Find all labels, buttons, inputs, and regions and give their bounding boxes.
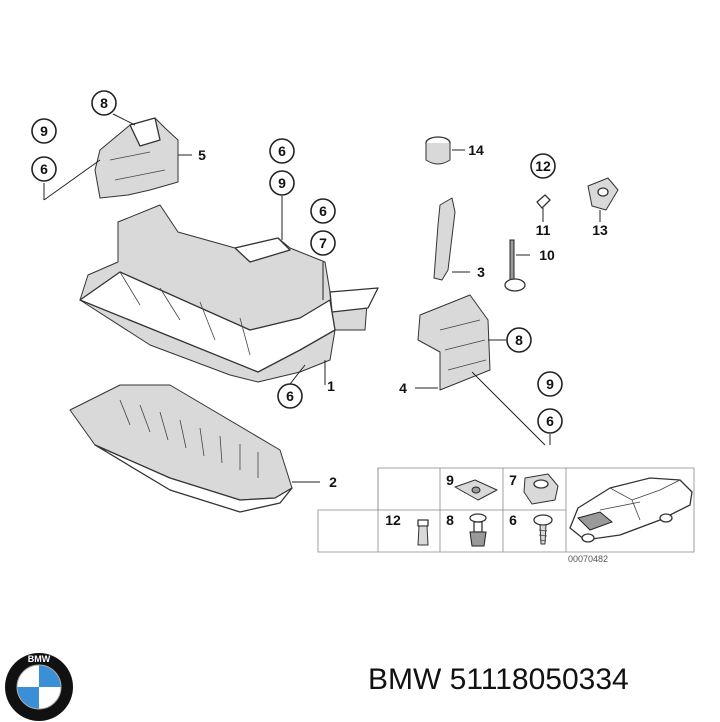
fastener-table	[317, 467, 695, 553]
label-14: 14	[468, 142, 484, 158]
svg-text:6: 6	[286, 388, 294, 404]
part-number: BMW 51118050334	[368, 663, 629, 696]
table-label-8: 8	[446, 512, 454, 528]
label-13: 13	[592, 222, 608, 238]
callout-6-right: 6	[537, 408, 563, 434]
label-10: 10	[539, 247, 555, 263]
part-13-clip	[587, 177, 619, 211]
drawing-code: 00070482	[568, 554, 608, 564]
label-11: 11	[536, 222, 551, 238]
callout-6-center-top: 6	[269, 138, 295, 164]
part-2-shield	[69, 384, 293, 513]
svg-text:12: 12	[535, 158, 551, 174]
part-10-tie	[504, 239, 526, 292]
callout-7: 7	[310, 230, 336, 256]
callout-9-center: 9	[269, 170, 295, 196]
table-label-7: 7	[509, 472, 517, 488]
callout-12: 12	[530, 153, 556, 179]
svg-text:6: 6	[319, 203, 327, 219]
fastener-12-rivet	[417, 519, 429, 546]
svg-text:9: 9	[40, 123, 48, 139]
part-4-bracket	[417, 294, 491, 391]
label-4: 4	[399, 380, 407, 396]
callout-6-bottom: 6	[277, 383, 303, 409]
callout-9-left: 9	[31, 118, 57, 144]
svg-text:8: 8	[100, 95, 108, 111]
fastener-8-push-rivet	[469, 513, 487, 547]
table-label-6: 6	[509, 512, 517, 528]
svg-text:9: 9	[278, 175, 286, 191]
fastener-9-speed-nut	[454, 479, 498, 501]
car-thumbnail	[569, 477, 693, 543]
svg-text:7: 7	[319, 235, 327, 251]
svg-text:6: 6	[40, 161, 48, 177]
bmw-logo-icon: BMW	[5, 653, 73, 721]
part-1-frame	[79, 204, 379, 383]
callout-8-right: 8	[506, 327, 532, 353]
svg-text:8: 8	[515, 332, 523, 348]
svg-text:BMW: BMW	[28, 654, 51, 664]
label-3: 3	[477, 264, 485, 280]
callout-8-top: 8	[91, 90, 117, 116]
svg-text:6: 6	[546, 413, 554, 429]
svg-text:9: 9	[546, 376, 554, 392]
fastener-6-screw	[533, 514, 553, 545]
callout-6-left: 6	[31, 156, 57, 182]
callout-6-right-top: 6	[310, 198, 336, 224]
part-5-bracket	[94, 117, 179, 199]
leader-lines	[43, 113, 601, 483]
label-2: 2	[329, 474, 337, 490]
label-5: 5	[198, 147, 206, 163]
part-11-clip	[536, 194, 551, 209]
fastener-7-clip	[523, 473, 559, 505]
table-label-12: 12	[385, 512, 401, 528]
part-3-strip	[433, 197, 456, 281]
table-label-9: 9	[446, 472, 454, 488]
label-1: 1	[327, 378, 335, 394]
svg-text:6: 6	[278, 143, 286, 159]
callout-9-right: 9	[537, 371, 563, 397]
part-14-buffer	[425, 136, 451, 165]
